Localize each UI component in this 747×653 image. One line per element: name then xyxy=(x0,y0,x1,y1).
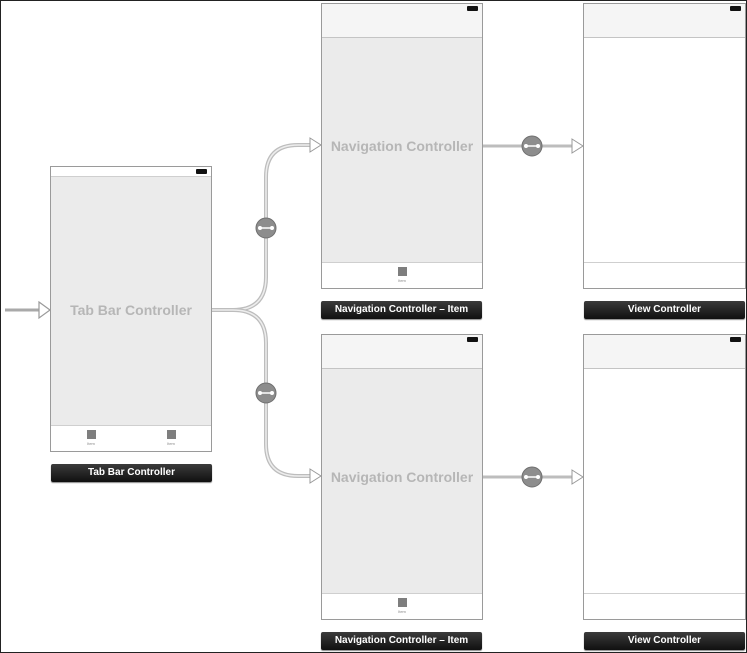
scene-body xyxy=(51,177,211,426)
tab-item-1[interactable]: Item xyxy=(76,426,106,446)
scene-body xyxy=(584,38,745,263)
toolbar[interactable]: Item xyxy=(322,593,482,619)
tab-bar[interactable]: Item Item xyxy=(51,425,211,451)
navigation-controller-scene-top[interactable]: Navigation Controller Item xyxy=(321,3,483,289)
tab-item-square-icon xyxy=(86,430,96,439)
segue-link-icon[interactable] xyxy=(521,466,543,488)
status-bar xyxy=(51,167,211,177)
toolbar-item-label: Item xyxy=(398,609,406,614)
scene-body xyxy=(322,369,482,594)
scene-title: Tab Bar Controller xyxy=(70,302,192,318)
toolbar[interactable] xyxy=(584,593,745,619)
scene-body xyxy=(584,369,745,594)
tab-item-label: Item xyxy=(87,441,95,446)
segue-link-icon[interactable] xyxy=(255,217,277,239)
scene-label-navigation-controller-top[interactable]: Navigation Controller – Item xyxy=(321,301,482,319)
navigation-bar xyxy=(584,4,745,38)
scene-label-view-controller-top[interactable]: View Controller xyxy=(584,301,745,319)
initial-view-arrow-icon[interactable] xyxy=(5,300,52,320)
tab-item-square-icon xyxy=(397,598,407,607)
scene-title: Navigation Controller xyxy=(330,469,474,485)
battery-icon xyxy=(467,337,478,342)
scene-body xyxy=(322,38,482,263)
battery-icon xyxy=(730,6,741,11)
battery-icon xyxy=(467,6,478,11)
tab-item-2[interactable]: Item xyxy=(156,426,186,446)
scene-label-tab-bar-controller[interactable]: Tab Bar Controller xyxy=(51,464,212,482)
toolbar-item[interactable]: Item xyxy=(387,263,417,283)
tab-item-label: Item xyxy=(167,441,175,446)
navigation-bar xyxy=(322,335,482,369)
segue-link-icon[interactable] xyxy=(521,135,543,157)
toolbar[interactable]: Item xyxy=(322,262,482,288)
view-controller-scene-top[interactable] xyxy=(583,3,746,289)
tab-item-square-icon xyxy=(166,430,176,439)
tab-bar-controller-scene[interactable]: Tab Bar Controller Item Item xyxy=(50,166,212,452)
scene-title: Navigation Controller xyxy=(330,138,474,154)
navigation-bar xyxy=(322,4,482,38)
battery-icon xyxy=(730,337,741,342)
toolbar[interactable] xyxy=(584,262,745,288)
scene-label-navigation-controller-bottom[interactable]: Navigation Controller – Item xyxy=(321,632,482,650)
scene-label-view-controller-bottom[interactable]: View Controller xyxy=(584,632,745,650)
view-controller-scene-bottom[interactable] xyxy=(583,334,746,620)
toolbar-item[interactable]: Item xyxy=(387,594,417,614)
navigation-controller-scene-bottom[interactable]: Navigation Controller Item xyxy=(321,334,483,620)
tab-item-square-icon xyxy=(397,267,407,276)
navigation-bar xyxy=(584,335,745,369)
battery-icon xyxy=(196,169,207,174)
segue-link-icon[interactable] xyxy=(255,382,277,404)
toolbar-item-label: Item xyxy=(398,278,406,283)
